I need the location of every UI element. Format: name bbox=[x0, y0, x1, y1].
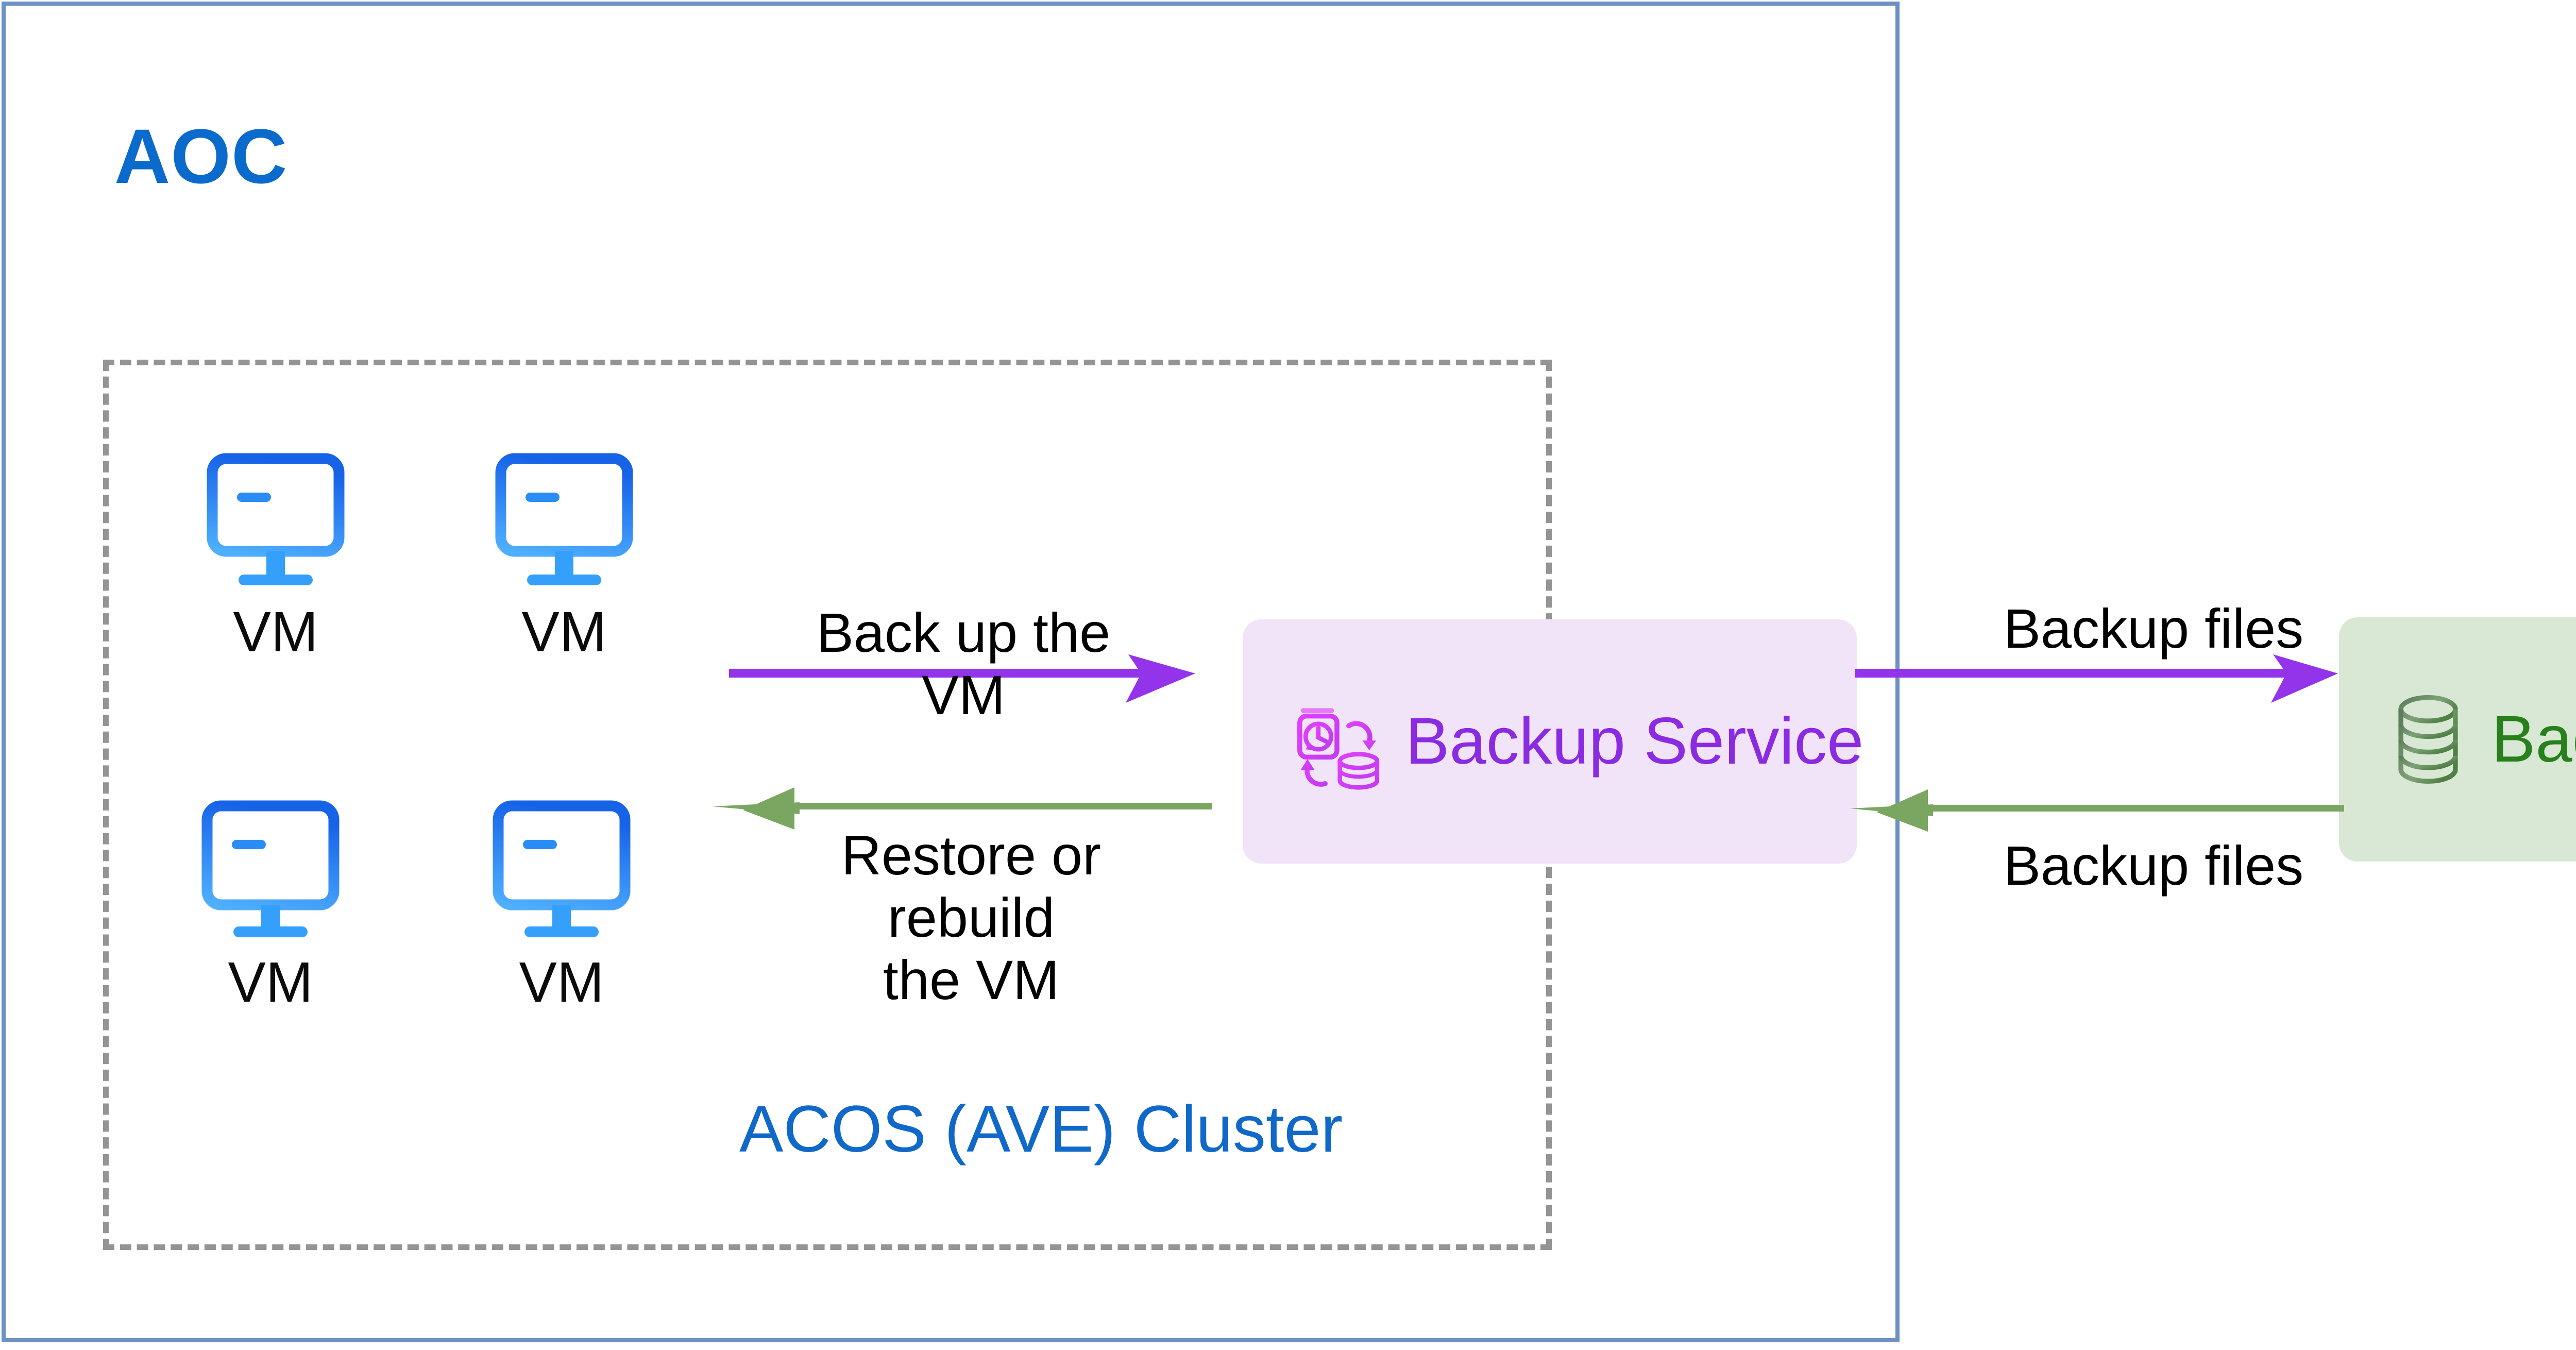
back-up-the-vm-arrow bbox=[729, 654, 1195, 703]
vm-node-2[interactable]: VM bbox=[479, 443, 649, 661]
monitor-icon bbox=[495, 453, 633, 585]
database-icon bbox=[2398, 695, 2458, 784]
backup-service-label: Backup Service bbox=[1405, 704, 1864, 778]
vm-node-label: VM bbox=[228, 951, 313, 1014]
vm-node-1[interactable]: VM bbox=[191, 443, 361, 661]
backup-files-in-arrow bbox=[1850, 789, 2344, 832]
restore-or-rebuild-the-vm-arrow bbox=[712, 787, 1212, 830]
monitor-icon bbox=[201, 800, 340, 937]
vm-node-label: VM bbox=[233, 600, 318, 664]
backup-restore-icon bbox=[1297, 708, 1380, 790]
backup-files-in-label: Backup files bbox=[2003, 834, 2304, 897]
acos-cluster-label: ACOS (AVE) Cluster bbox=[739, 1092, 1343, 1166]
vm-node-label: VM bbox=[521, 600, 607, 664]
aoc-title: AOC bbox=[114, 113, 288, 199]
vm-node-3[interactable]: VM bbox=[185, 794, 355, 1011]
backup-repository-node[interactable]: Backup Repository bbox=[2339, 617, 2576, 862]
back-up-the-vm-label: Back up the VM bbox=[816, 601, 1111, 726]
backup-repository-label: Backup Repository bbox=[2492, 702, 2576, 776]
vm-node-label: VM bbox=[519, 951, 604, 1014]
restore-or-rebuild-the-vm-label: Restore or rebuild the VM bbox=[841, 824, 1101, 1011]
backup-files-out-label: Backup files bbox=[2003, 597, 2304, 660]
backup-files-out-arrow bbox=[1855, 654, 2338, 703]
vm-node-4[interactable]: VM bbox=[477, 794, 647, 1011]
backup-service-node[interactable]: Backup Service bbox=[1243, 619, 1863, 864]
monitor-icon bbox=[493, 800, 631, 937]
monitor-icon bbox=[207, 453, 345, 585]
